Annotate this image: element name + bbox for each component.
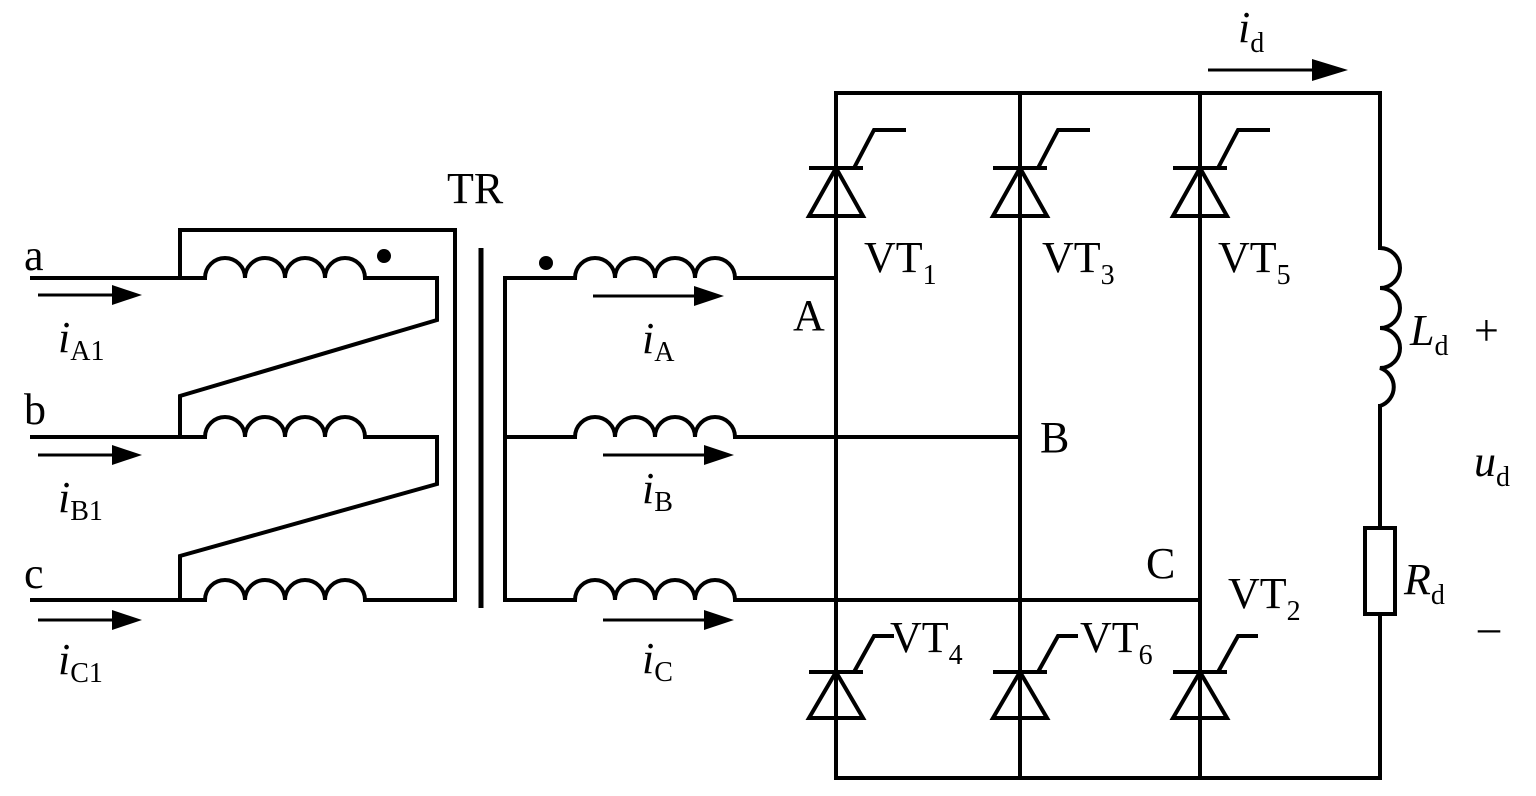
node-label-C: C	[1146, 539, 1175, 588]
secondary-coil-c	[573, 578, 1202, 602]
current-label-iC1: iC1	[58, 635, 103, 689]
secondary-star-wiring	[503, 276, 577, 602]
output-current-arrow	[1208, 59, 1348, 81]
current-label-iA1: iA1	[58, 313, 104, 367]
line-label-a: a	[24, 231, 44, 280]
thyristor-vt1	[805, 128, 906, 218]
resistor-rd	[1363, 526, 1397, 616]
polarity-dot-secondary	[539, 256, 553, 270]
primary-input-wires	[30, 276, 182, 602]
node-label-B: B	[1040, 413, 1069, 462]
voltage-plus-sign: +	[1474, 306, 1499, 355]
primary-coil-c	[178, 578, 457, 602]
primary-current-arrows	[38, 285, 142, 630]
secondary-current-arrows	[593, 286, 734, 630]
voltage-minus-sign: –	[1477, 603, 1501, 652]
thyristor-label-vt5: VT5	[1218, 233, 1291, 291]
thyristor-vt4	[805, 634, 894, 720]
polarity-dot-primary	[377, 249, 391, 263]
secondary-coil-a	[573, 256, 838, 280]
thyristor-label-vt2: VT2	[1228, 569, 1301, 627]
thyristor-label-vt3: VT3	[1042, 233, 1115, 291]
current-label-iB: iB	[642, 464, 673, 518]
current-label-id: id	[1238, 3, 1264, 59]
primary-coil-b	[178, 415, 439, 439]
bridge-rails	[834, 91, 1382, 780]
line-label-b: b	[24, 385, 46, 434]
voltage-label-ud: ud	[1474, 437, 1510, 493]
inductor-ld	[1379, 246, 1402, 408]
thyristor-label-vt6: VT6	[1080, 613, 1153, 671]
inductor-label-ld: Ld	[1409, 306, 1448, 362]
thyristor-vt6	[989, 634, 1078, 720]
current-label-iB1: iB1	[58, 473, 103, 527]
thyristor-label-vt1: VT1	[864, 233, 937, 291]
thyristor-label-vt4: VT4	[890, 613, 963, 671]
thyristor-vt2	[1169, 634, 1258, 720]
line-label-c: c	[24, 549, 44, 598]
transformer-label: TR	[447, 164, 504, 213]
node-label-A: A	[793, 291, 825, 340]
thyristor-vt3	[989, 128, 1090, 218]
primary-coil-a	[178, 256, 439, 280]
secondary-coil-b	[573, 415, 1022, 439]
primary-delta-wiring	[178, 228, 457, 602]
current-label-iC: iC	[642, 634, 673, 688]
resistor-label-rd: Rd	[1403, 555, 1445, 611]
current-label-iA: iA	[642, 314, 675, 368]
thyristor-vt5	[1169, 128, 1270, 218]
